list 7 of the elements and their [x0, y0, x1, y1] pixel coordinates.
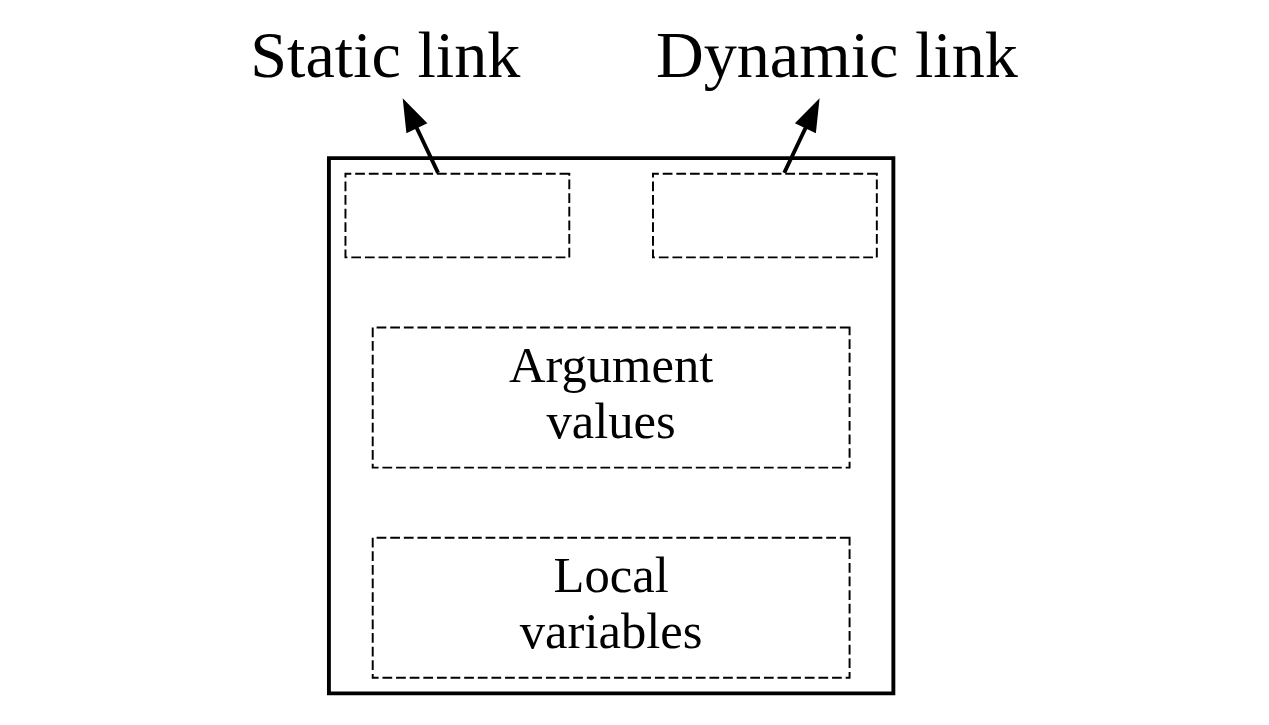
- node-box: Local variables: [371, 536, 851, 679]
- node-box: [344, 172, 571, 259]
- node-text: Dynamic link: [655, 17, 1018, 91]
- node-box: Argument values: [371, 326, 851, 469]
- cluster: [326, 156, 896, 696]
- node-text: Static link: [250, 17, 521, 91]
- node-box: [652, 172, 878, 259]
